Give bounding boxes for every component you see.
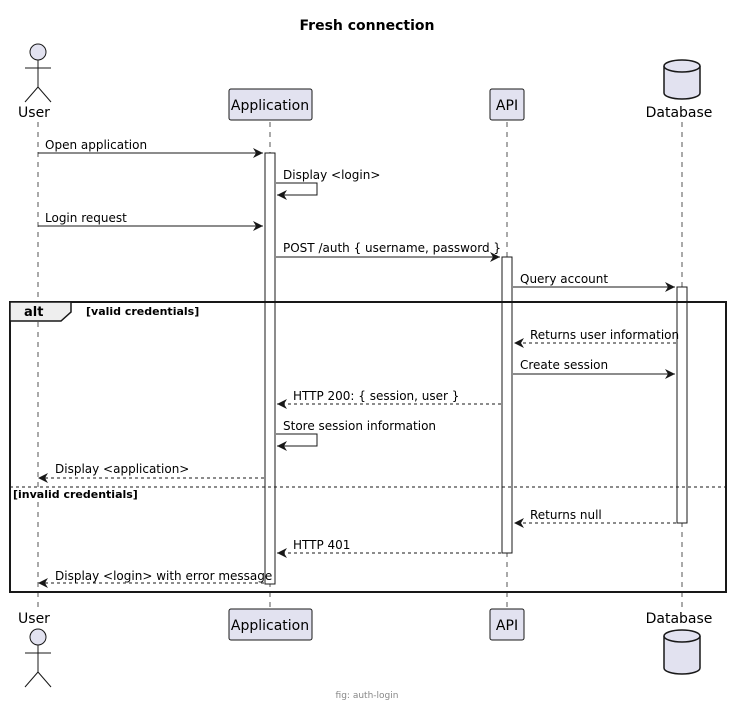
participant-user-label-bottom: User [18,611,50,627]
message-store-session-label: Store session information [283,419,436,433]
activation-api [501,256,513,554]
message-login-request-label: Login request [45,211,127,225]
actor-head-icon [29,628,47,646]
alt-guard-invalid: [invalid credentials] [13,488,138,501]
message-display-login-label: Display <login> [283,168,380,182]
message-create-session-label: Create session [520,358,608,372]
activation-application [264,152,276,585]
message-display-application-label: Display <application> [55,462,189,476]
participant-api-label-bottom: API [496,618,518,634]
alt-header-tab [9,301,72,322]
participant-api-label-top: API [496,98,518,114]
participant-database-label-bottom: Database [646,611,713,627]
alt-guard-valid: [valid credentials] [86,305,199,318]
activation-database [676,286,688,524]
alt-fragment: alt [valid credentials] [invalid credent… [9,301,727,593]
database-cylinder-icon-bottom [663,629,701,675]
participant-application-box-bottom [228,608,313,641]
participant-application-box-top [228,88,313,121]
participant-database-label-top: Database [646,105,713,121]
diagram-title: Fresh connection [300,18,435,34]
figure-caption: fig: auth-login [336,691,399,701]
actor-user-top [24,43,52,103]
participant-api-box-bottom [489,608,525,641]
message-http-200-label: HTTP 200: { session, user } [293,389,459,403]
participants-top: User Application API Database [18,43,713,121]
database-cylinder-icon-top [663,59,701,100]
alt-frame [9,301,727,593]
activation-bars [264,152,688,585]
message-post-auth-label: POST /auth { username, password } [283,241,501,255]
message-open-application-label: Open application [45,138,147,152]
message-http-401-label: HTTP 401 [293,538,350,552]
participant-api-box-top [489,88,525,121]
participant-application-label-bottom: Application [231,618,309,634]
message-query-account-label: Query account [520,272,608,286]
participant-user-label-top: User [18,105,50,121]
message-labels: Open application Display <login> Login r… [45,138,679,583]
messages [38,148,676,588]
actor-head-icon [29,43,47,61]
message-display-login-error-label: Display <login> with error message [55,569,272,583]
message-store-session-arrow [276,433,318,451]
participants-bottom: User Application API Database [18,608,713,688]
message-returns-user-info-label: Returns user information [530,328,679,342]
message-display-login-arrow [276,182,318,200]
message-returns-null-label: Returns null [530,508,602,522]
alt-keyword: alt [24,305,43,320]
participant-application-label-top: Application [231,98,309,114]
actor-user-bottom [24,628,52,688]
